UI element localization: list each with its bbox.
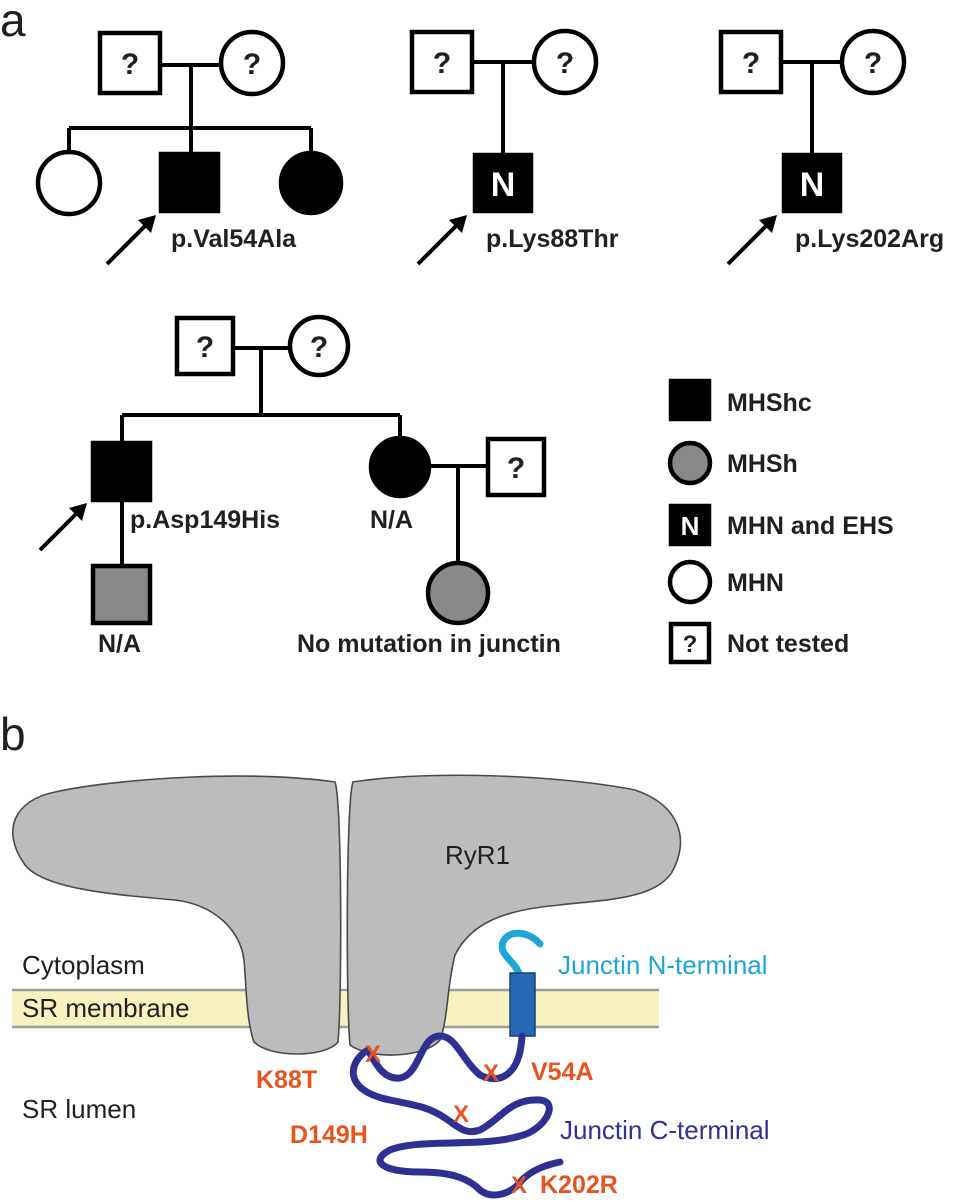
sr-membrane-label: SR membrane (22, 993, 190, 1023)
proband-mhn-ehs-symbol (781, 152, 843, 214)
question-mark: ? (864, 47, 882, 80)
n-letter: N (800, 166, 825, 204)
mutation-label-v54a: V54A (531, 1058, 594, 1086)
legend-grey-circle-icon (667, 440, 713, 486)
mutation-marker: X (511, 1172, 527, 1199)
proband-mhshc-symbol (158, 151, 221, 214)
niece-mhsh-symbol (425, 560, 491, 626)
sibling-mhn-symbol (35, 149, 103, 217)
panel-b-label: b (0, 708, 26, 760)
n-letter: N (681, 511, 700, 541)
legend-label-mhn-ehs: MHN and EHS (727, 512, 894, 540)
niece-label: No mutation in junctin (297, 630, 561, 658)
panel-a-label: a (0, 0, 26, 46)
pedigree-lys88thr: ? ? N p.Lys88Thr (409, 28, 619, 266)
sibling-mhshc-symbol (278, 150, 344, 216)
junctin-n-terminal-tail (498, 929, 544, 980)
question-mark: ? (683, 631, 698, 658)
mother-not-tested-symbol (287, 314, 351, 378)
father-not-tested-symbol (174, 315, 236, 377)
mutation-label-d149h: D149H (290, 1121, 368, 1149)
father-not-tested-symbol (97, 30, 163, 96)
question-mark: ? (196, 331, 214, 364)
junctin-c-terminal-label: Junctin C-terminal (560, 1115, 770, 1145)
ryr1-label: RyR1 (445, 840, 510, 870)
question-mark: ? (556, 47, 574, 80)
pedigree-lys202arg: ? ? N p.Lys202Arg (718, 28, 944, 266)
father-not-tested-symbol (409, 29, 475, 95)
father-not-tested-symbol (718, 29, 784, 95)
arrow-head (449, 215, 467, 233)
proband-label: p.Lys202Arg (795, 225, 944, 253)
question-mark: ? (507, 452, 525, 485)
mutation-marker: X (453, 1101, 469, 1128)
proband-label: p.Val54Ala (171, 225, 297, 253)
legend-open-circle-icon (667, 559, 713, 605)
junctin-transmembrane-segment (509, 972, 536, 1037)
sister-label: N/A (370, 506, 413, 534)
mutation-marker: X (483, 1060, 499, 1087)
arrow-head (69, 503, 87, 521)
mutation-label-k202r: K202R (540, 1171, 618, 1199)
question-mark: ? (742, 47, 760, 80)
proband-mhn-ehs-symbol (472, 152, 534, 214)
n-letter: N (491, 166, 516, 204)
pedigree-val54ala: ? ? p.Val54Ala (35, 29, 344, 266)
legend-label-mhshc: MHShc (727, 389, 812, 417)
ryr1-left-subunit (12, 775, 342, 1055)
legend-n-square-icon (668, 503, 712, 547)
arrow-head (759, 215, 777, 233)
arrow-head (138, 215, 156, 233)
spouse-not-tested-symbol (485, 436, 547, 498)
proband-mhshc-symbol (90, 440, 153, 503)
mother-not-tested-symbol (531, 28, 599, 96)
question-mark: ? (310, 331, 328, 364)
ryr1-right-subunit (346, 774, 682, 1056)
legend-question-square-icon (668, 621, 712, 665)
junctin-n-terminal-label: Junctin N-terminal (558, 950, 768, 980)
mother-not-tested-symbol (218, 29, 286, 97)
legend-label-not-tested: Not tested (727, 630, 849, 658)
legend-filled-square-icon (668, 378, 712, 422)
son-label: N/A (98, 630, 141, 658)
sr-lumen-label: SR lumen (22, 1094, 136, 1124)
legend-label-mhn: MHN (727, 569, 784, 597)
pedigree-asp149his: ? ? ? p.Asp149His N/A N/A No mutation in… (38, 314, 561, 658)
proband-label: p.Lys88Thr (486, 225, 619, 253)
question-mark: ? (121, 48, 139, 81)
question-mark: ? (433, 47, 451, 80)
junctin-c-terminal-chain (349, 1032, 564, 1199)
legend: MHShc MHSh N MHN and EHS MHN ? Not teste… (667, 378, 894, 665)
mother-not-tested-symbol (839, 28, 907, 96)
mutation-marker: X (365, 1041, 381, 1068)
son-mhsh-symbol (90, 563, 153, 626)
proband-label: p.Asp149His (130, 506, 280, 534)
sister-mhshc-symbol (368, 435, 432, 499)
question-mark: ? (243, 48, 261, 81)
cytoplasm-label: Cytoplasm (22, 950, 145, 980)
legend-label-mhsh: MHSh (727, 450, 798, 478)
mutation-label-k88t: K88T (256, 1066, 317, 1094)
